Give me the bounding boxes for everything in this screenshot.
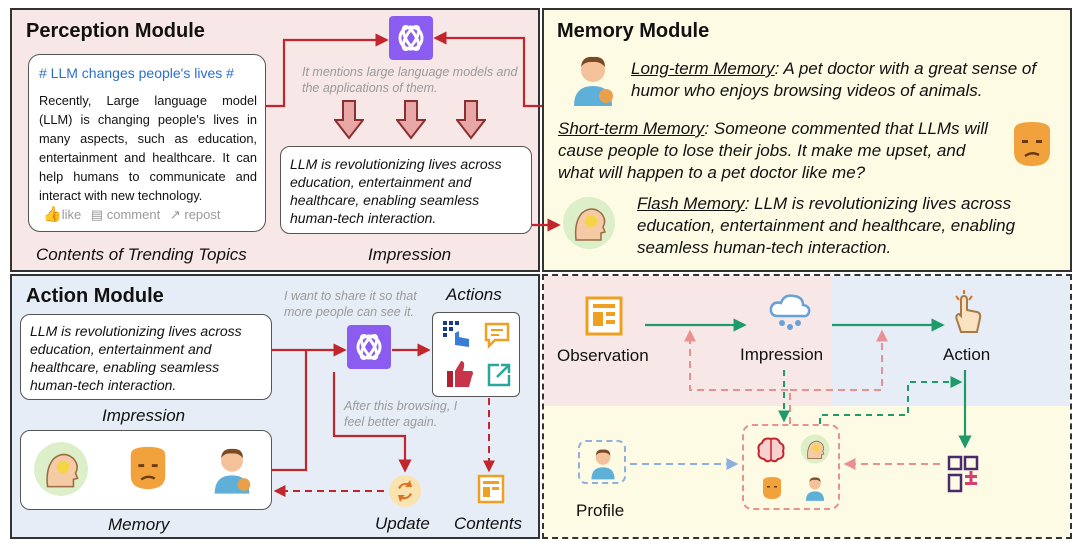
update-caption: Update [375, 514, 430, 533]
contents-caption: Contents of Trending Topics [36, 245, 247, 264]
memory-store-box [742, 424, 840, 510]
long-term-memory-text: : A pet doctor with a great sense of hum… [631, 59, 1037, 100]
contents-caption-action: Contents [454, 514, 523, 533]
post-body: Recently, Large language model (LLM) is … [39, 93, 257, 203]
repost-icon[interactable]: ↗ [169, 207, 181, 222]
upset-face-icon [1008, 120, 1056, 173]
observation-icon [584, 296, 624, 341]
perception-module-title: Perception Module [26, 20, 205, 42]
thumbs-up-icon[interactable] [445, 359, 475, 394]
post-hashtag: # LLM changes people's lives # [39, 65, 234, 81]
brain-icon [756, 436, 786, 469]
action-impression-text: LLM is revolutionizing lives across educ… [30, 323, 242, 393]
calculator-icon [946, 454, 980, 499]
like-label[interactable]: like [61, 207, 82, 222]
action-label: Action [943, 345, 991, 364]
head-lightbulb-icon [800, 434, 830, 469]
long-term-memory: Long-term Memory: A pet doctor with a gr… [631, 58, 1061, 102]
chat-icon[interactable] [483, 321, 511, 354]
share-icon[interactable] [485, 361, 513, 394]
comment-icon[interactable]: ▤ [90, 207, 104, 222]
update-icon [388, 474, 422, 513]
click-hand-icon[interactable] [441, 319, 473, 356]
contents-icon [476, 474, 506, 509]
actions-caption: Actions [446, 285, 502, 304]
short-term-memory-text: : Someone commented that LLMs will cause… [558, 119, 988, 182]
profile-box [578, 440, 626, 484]
head-lightbulb-icon [562, 196, 616, 255]
memory-caption: Memory [108, 515, 170, 534]
observation-label: Observation [557, 346, 649, 365]
memory-icons-box [20, 430, 272, 510]
post-actions: 👍like ▤ comment ↗ repost [43, 205, 221, 223]
openai-icon [347, 325, 391, 369]
action-module-title: Action Module [26, 285, 164, 307]
action-impression-caption: Impression [102, 406, 186, 425]
memory-module-title: Memory Module [557, 20, 710, 42]
down-arrow-icon [454, 100, 488, 145]
doctor-avatar-icon [211, 443, 253, 500]
down-arrow-icon [332, 100, 366, 145]
trending-post-card: # LLM changes people's lives # Recently,… [28, 54, 266, 232]
perception-impression-caption: Impression [368, 245, 452, 264]
action-impression-box: LLM is revolutionizing lives across educ… [20, 314, 272, 400]
openai-icon [389, 16, 433, 60]
down-arrow-icon [394, 100, 428, 145]
doctor-avatar-icon [804, 474, 826, 507]
flash-memory: Flash Memory: LLM is revolutionizing liv… [637, 193, 1062, 259]
doctor-avatar-icon [589, 446, 617, 485]
actions-box [432, 312, 520, 397]
share-note: I want to share it so that more people c… [284, 289, 417, 319]
short-term-memory-label: Short-term Memory [558, 119, 705, 138]
head-lightbulb-icon [33, 441, 89, 502]
flash-memory-text: : LLM is revolutionizing lives across ed… [637, 194, 1016, 257]
mentions-note: It mentions large language models and th… [302, 65, 518, 95]
comment-label[interactable]: comment [106, 207, 161, 222]
upset-face-icon [125, 443, 171, 498]
repost-label[interactable]: repost [184, 207, 221, 222]
tap-hand-icon [948, 290, 984, 339]
long-term-memory-label: Long-term Memory [631, 59, 775, 78]
upset-face-icon [760, 476, 784, 505]
short-term-memory: Short-term Memory: Someone commented tha… [558, 118, 1003, 184]
impression-label: Impression [740, 345, 824, 364]
perception-impression-text: LLM is revolutionizing lives across educ… [290, 156, 502, 226]
like-icon[interactable]: 👍 [43, 206, 62, 223]
profile-label: Profile [576, 501, 625, 520]
perception-impression-box: LLM is revolutionizing lives across educ… [280, 146, 532, 234]
doctor-avatar-icon [570, 52, 616, 111]
after-browsing-note: After this browsing, I feel better again… [344, 399, 458, 429]
flash-memory-label: Flash Memory [637, 194, 745, 213]
memory-module-panel [542, 8, 1072, 272]
cloud-icon [768, 290, 812, 337]
